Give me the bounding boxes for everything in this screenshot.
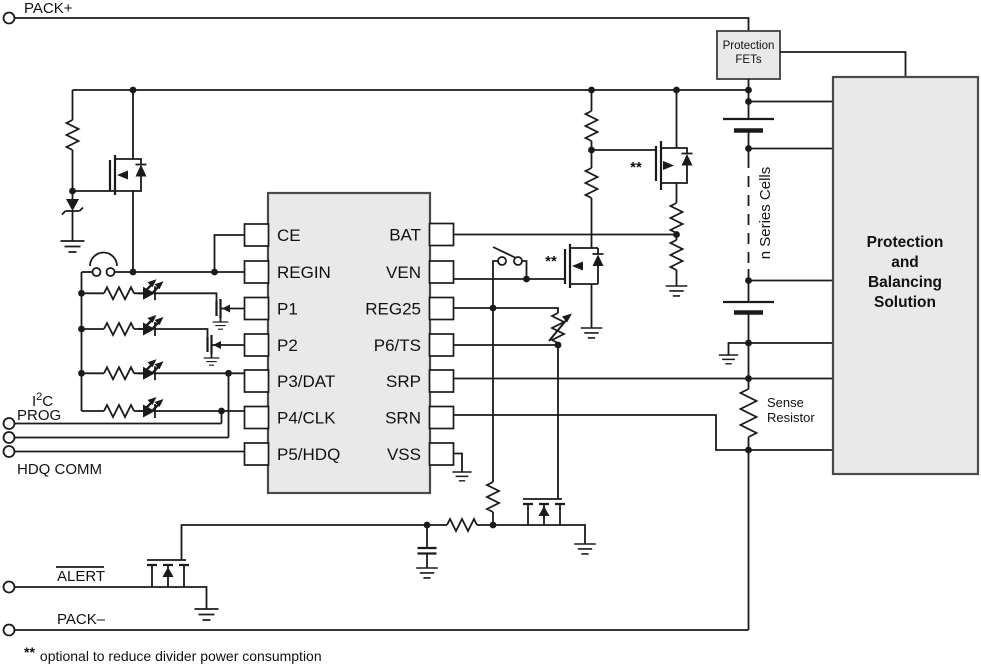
pin-ce: CE <box>277 226 301 245</box>
ground-symbol <box>212 321 229 330</box>
bat-divider: ** <box>454 90 693 297</box>
led-bus <box>80 272 245 438</box>
protection-fets-box <box>716 30 781 80</box>
ground-symbol <box>573 543 597 555</box>
prog-terminals: I2C PROG HDQ COMM <box>2 391 245 478</box>
ground-symbol <box>451 471 473 482</box>
ground-symbol <box>718 354 739 365</box>
svg-text:and: and <box>891 254 919 271</box>
reg25-network <box>454 307 572 525</box>
alert-fet <box>14 524 427 621</box>
p1-driver-fet <box>212 299 245 330</box>
protection-fets-block: Protection FETs <box>716 30 907 90</box>
pin-srn: SRN <box>385 409 421 428</box>
i2c-label: I2C <box>32 391 53 410</box>
hdq-label: HDQ COMM <box>17 461 102 478</box>
pin-ven: VEN <box>386 263 421 282</box>
sense-wiring <box>451 377 749 482</box>
pin-bat: BAT <box>389 226 421 245</box>
ground-symbol <box>415 567 439 579</box>
alert-terminal: ALERT <box>2 566 105 594</box>
sense-resistor-label: Sense <box>767 395 804 410</box>
p2-driver-fet <box>203 335 245 366</box>
prog-label: PROG <box>17 407 61 424</box>
pin-p2: P2 <box>277 336 298 355</box>
led-icon <box>136 313 165 338</box>
input-pfet <box>72 90 147 272</box>
ground-symbol <box>193 608 220 621</box>
pack-plus-terminal: PACK+ <box>2 0 73 25</box>
pin-p6ts: P6/TS <box>374 336 421 355</box>
pin-p5hdq: P5/HDQ <box>277 445 340 464</box>
led-icon <box>136 278 165 302</box>
svg-text:Resistor: Resistor <box>767 410 815 425</box>
svg-text:Solution: Solution <box>874 294 936 311</box>
pin-reg25: REG25 <box>365 300 421 319</box>
input-divider <box>59 90 86 253</box>
led-icon <box>136 358 165 382</box>
ground-symbol <box>664 285 689 297</box>
optional-marker: ** <box>545 253 557 270</box>
svg-text:Protection: Protection <box>723 40 775 52</box>
ground-symbol <box>203 357 220 366</box>
optional-marker: ** <box>630 159 642 176</box>
pack-plus-label: PACK+ <box>24 0 73 17</box>
pin-srp: SRP <box>386 372 421 391</box>
pack-plus-wire <box>14 17 750 31</box>
ce-wire <box>213 234 245 272</box>
pin-p4clk: P4/CLK <box>277 409 336 428</box>
pin-regin: REGIN <box>277 263 331 282</box>
pack-minus-label: PACK– <box>57 611 106 628</box>
pin-vss: VSS <box>387 445 421 464</box>
gauge-ic: CE REGIN P1 P2 P3/DAT P4/CLK P5/HDQ BAT … <box>243 191 455 495</box>
pin-p3dat: P3/DAT <box>277 372 335 391</box>
cells-label: n Series Cells <box>757 167 774 260</box>
footnote-text: **optional to reduce divider power consu… <box>24 644 322 664</box>
ven-fet: ** <box>545 234 604 339</box>
ground-symbol <box>59 240 86 253</box>
svg-text:FETs: FETs <box>735 54 761 66</box>
solution-box <box>831 75 980 476</box>
ven-switch <box>454 246 565 308</box>
footnote: **optional to reduce divider power consu… <box>24 644 322 664</box>
led-icon <box>136 395 165 420</box>
ground-symbol <box>579 327 604 339</box>
solution-block: Protection and Balancing Solution <box>831 75 980 476</box>
alert-label: ALERT <box>57 568 105 585</box>
pin-p1: P1 <box>277 300 298 319</box>
svg-text:Balancing: Balancing <box>868 274 942 291</box>
pack-minus-terminal: PACK– <box>2 611 749 637</box>
battery-stack: n Series Cells Sense Resistor <box>718 90 833 630</box>
svg-text:Protection: Protection <box>867 234 944 251</box>
regin-switch <box>81 251 245 277</box>
